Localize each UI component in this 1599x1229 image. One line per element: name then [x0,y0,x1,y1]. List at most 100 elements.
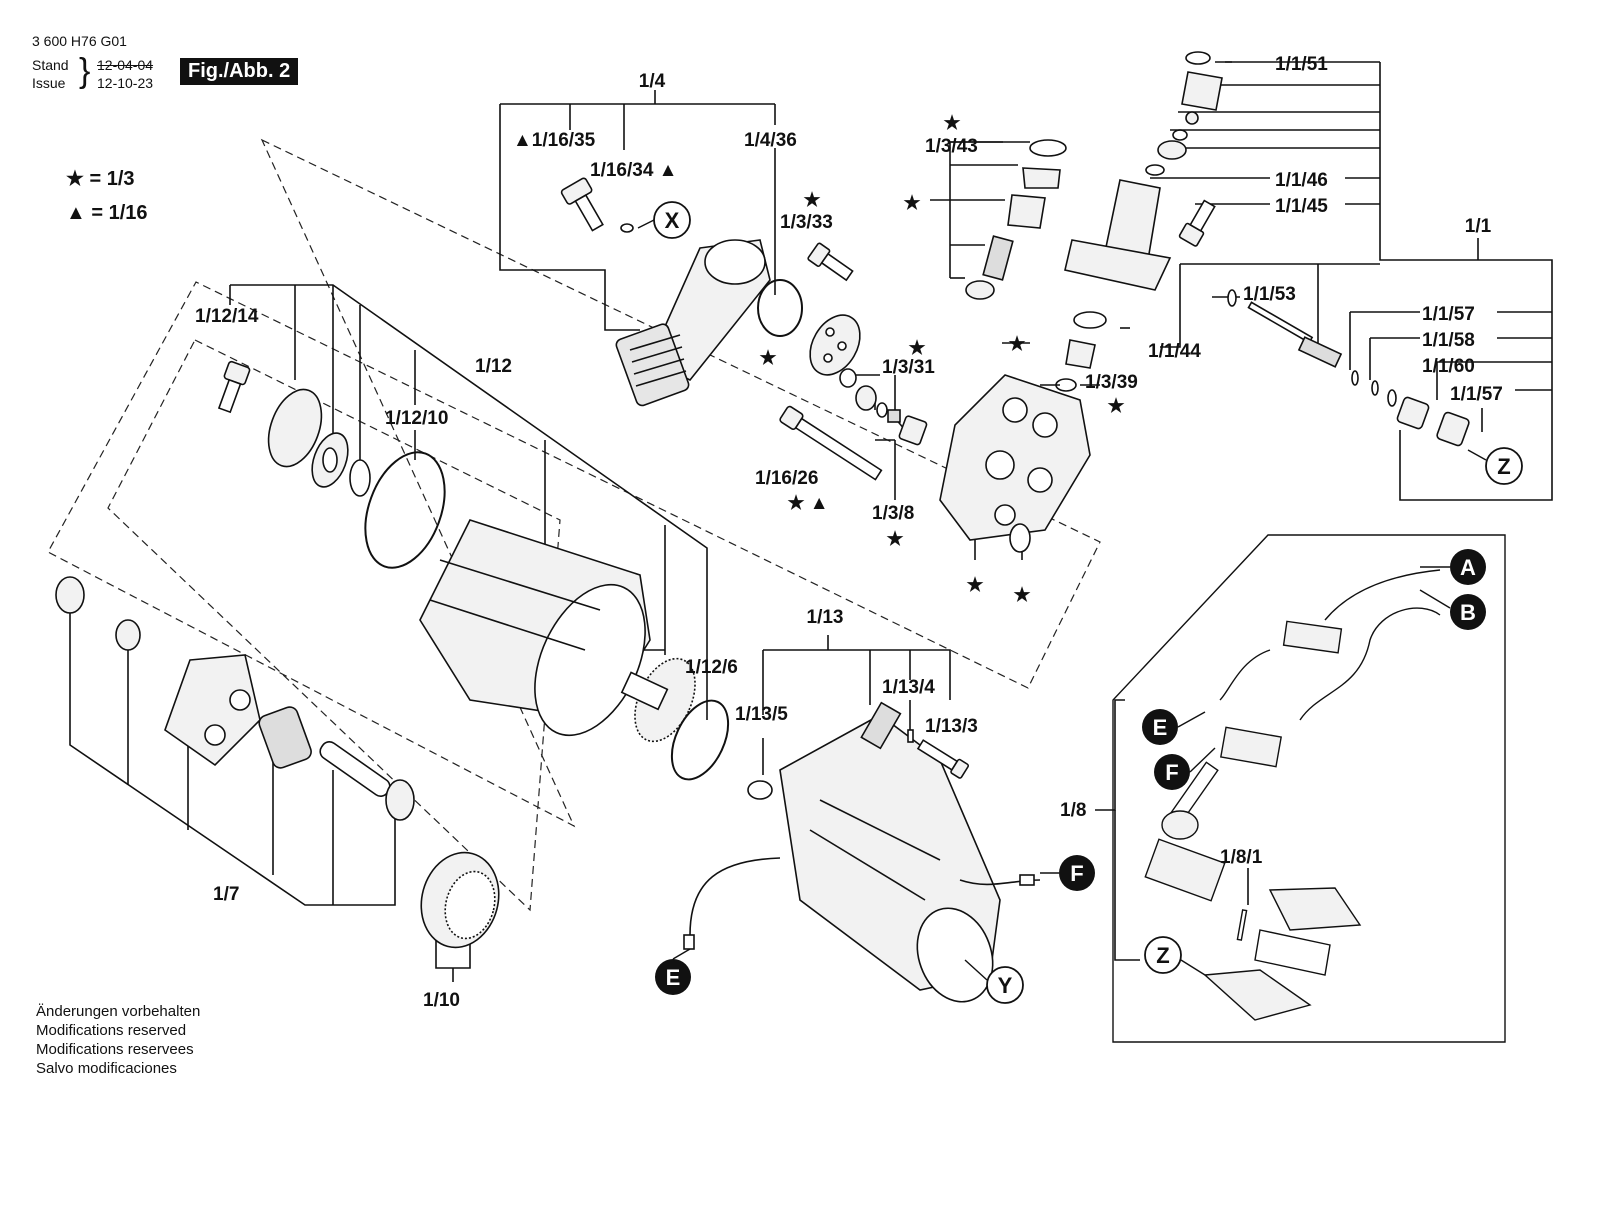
svg-text:F: F [1070,861,1083,886]
legend-star: ★ = 1/3 [66,166,135,191]
svg-text:E: E [666,965,681,990]
label-1-1-57b: 1/1/57 [1450,384,1503,405]
star-triangle-icon: ★ ▲ [787,493,828,514]
note-fr: Modifications reservees [36,1041,194,1058]
callout-a: A [1450,549,1486,585]
ring-1-3-31 [839,368,857,388]
seal-1-7-b [115,619,141,651]
svg-text:A: A [1460,555,1476,580]
svg-text:B: B [1460,600,1476,625]
cap-1-1-57b [1436,411,1470,447]
relief-valve-body [1055,51,1223,392]
ring-1-13-5 [747,780,773,800]
label-1-1-45: 1/1/45 [1275,196,1328,217]
callout-e-panel: E [1142,709,1178,745]
gear-1-12-6 [634,657,696,743]
motor-1-13 [779,701,1001,1003]
label-1-3-33: 1/3/33 [780,212,833,233]
bearing-housing-1-7 [164,654,261,767]
screw-1-12-14 [217,360,251,414]
callout-y: Y [986,966,1024,1004]
dashed-outlines [47,138,1101,912]
svg-text:E: E [1153,715,1168,740]
valve-insert-1-3-8 [898,415,928,446]
symbol-marks: ★ ★ ★ ★ ★ ★ ★ ★ ▲ ★ ★ ★ [759,113,1124,606]
wobble-plate-inner [444,870,496,940]
o-ring-1-4-36 [757,279,803,337]
callout-e-motor: E [655,959,691,995]
legend-star-value: = 1/3 [89,168,135,190]
label-1-13: 1/13 [807,607,844,628]
valve-cap [855,385,877,411]
legend-triangle-value: = 1/16 [91,202,148,224]
label-1-4: 1/4 [639,71,666,92]
label-1-12-6: 1/12/6 [685,657,738,678]
stand-date: 12-04-04 [97,57,154,73]
callouts: X Z Y Z A B E F [653,201,1523,1004]
spring-1-1-44 [1297,336,1343,368]
svg-text:F: F [1165,760,1178,785]
o-ring-1-3-43 [1029,139,1067,157]
label-1-12-10: 1/12/10 [385,408,448,429]
label-1-13-3: 1/13/3 [925,716,978,737]
valve-body [1007,194,1046,229]
seal-1-1-60 [1387,389,1397,407]
label-1-3-43: 1/3/43 [925,136,978,157]
spring-small [887,409,901,423]
label-1-1-60: 1/1/60 [1422,356,1475,377]
label-1-16-34: 1/16/34 ▲ [590,160,677,181]
label-1-1: 1/1 [1465,216,1492,237]
washer-1-16-34 [620,223,634,233]
star-icon: ★ [66,168,84,190]
label-1-1-58: 1/1/58 [1422,330,1475,351]
screw-1-13-3 [916,739,970,779]
label-1-1-44: 1/1/44 [1148,341,1201,362]
callout-z-bottom: Z [1144,936,1182,974]
screw-1-1-45 [1178,199,1216,247]
label-1-10: 1/10 [423,990,460,1011]
seal-1-1-53 [1227,289,1237,307]
switch-subassembly-panel [1112,534,1506,1043]
label-1-7: 1/7 [213,884,239,905]
doc-number: 3 600 H76 G01 [32,33,127,49]
label-1-13-4: 1/13/4 [882,677,935,698]
parts [55,51,1470,1003]
bearing-inner [322,447,338,473]
note-es: Salvo modificaciones [36,1060,177,1077]
label-1-12-14: 1/12/14 [195,306,259,327]
screw-1-3-33 [807,242,854,282]
bolt-1-16-26 [779,405,883,481]
part-labels: 1/4 ▲1/16/35 1/16/34 ▲ 1/4/36 1/3/43 1/3… [195,54,1503,1011]
label-1-4-36: 1/4/36 [744,130,797,151]
star-icon: ★ [803,190,820,211]
label-1-16-35: ▲1/16/35 [513,130,596,151]
connector-f [1019,874,1035,886]
valve-plate [809,314,861,376]
hose-connector-1-4 [615,239,771,407]
o-ring-1-12-10 [364,451,446,569]
svg-text:Z: Z [1156,943,1169,968]
svg-text:X: X [665,208,680,233]
label-1-8: 1/8 [1060,800,1086,821]
piston-rod [1247,301,1314,344]
issue-label: Issue [32,75,66,91]
star-icon: ★ [903,193,920,214]
figure-badge: Fig./Abb. 2 [180,58,299,85]
star-icon: ★ [1107,396,1124,417]
seal-1-1-57a [1351,370,1359,386]
o-ring-large [670,699,730,781]
retainer-1-7 [385,779,415,821]
label-1-3-31: 1/3/31 [882,357,935,378]
label-1-1-53: 1/1/53 [1243,284,1296,305]
star-icon: ★ [943,113,960,134]
wire-to-e [689,857,781,936]
issue-date: 12-10-23 [97,75,154,91]
stand-label: Stand [32,57,69,73]
callout-leaders [637,219,1487,981]
legend-triangle: ▲ = 1/16 [66,202,148,225]
star-icon: ★ [886,529,903,550]
screw-1-16-35 [560,177,604,232]
callout-b: B [1450,594,1486,630]
motor-housing-1-12 [419,519,651,737]
